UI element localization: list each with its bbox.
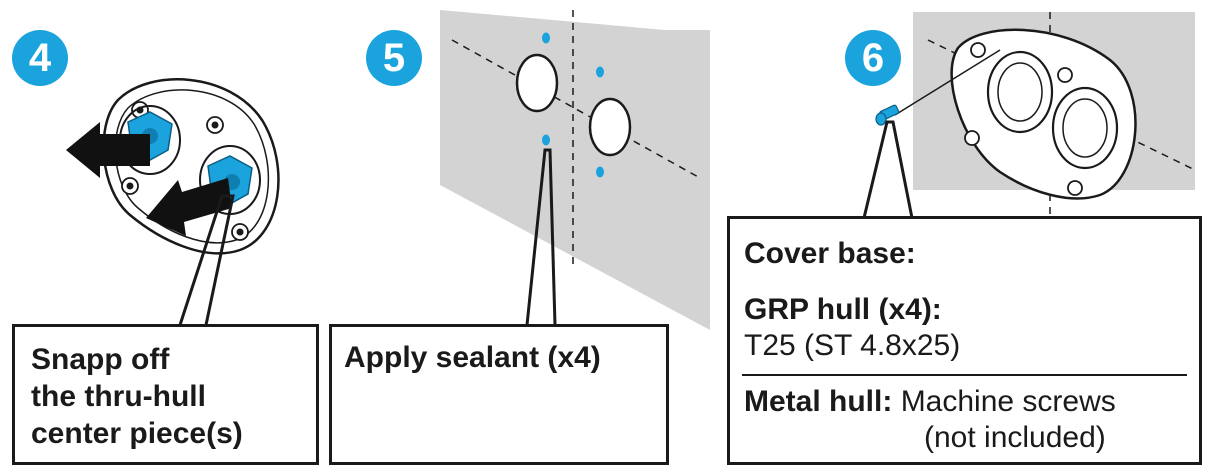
screw-icon <box>875 104 900 126</box>
thru-hull-part-step4 <box>102 78 280 255</box>
step-4-callout: Snapp off the thru-hull center piece(s) <box>12 324 319 465</box>
metal-hull-spec-line2: (not included) <box>924 421 1106 454</box>
callout-pointer-step4 <box>178 194 235 326</box>
step-6-badge: 6 <box>845 30 901 86</box>
step-4-line-1: Snapp off <box>31 343 170 376</box>
step-6-callout: Cover base: GRP hull (x4): T25 (ST 4.8x2… <box>727 216 1202 465</box>
metal-hull-spec-line1: Machine screws <box>900 385 1116 418</box>
metal-hull-label: Metal hull: <box>744 385 893 418</box>
thru-hull-hole <box>515 53 559 113</box>
cover-base-label: Cover base: <box>744 237 916 270</box>
step-4-badge: 4 <box>12 30 68 86</box>
grp-hull-label: GRP hull (x4): <box>744 293 942 326</box>
cover-base-part <box>950 28 1137 200</box>
grp-hull-spec: T25 (ST 4.8x25) <box>744 329 961 362</box>
callout-divider <box>742 374 1187 376</box>
step-4-line-3: center piece(s) <box>31 417 243 450</box>
pull-arrow-icon <box>66 122 150 178</box>
callout-pointer-step6 <box>862 120 914 219</box>
step-5-callout: Apply sealant (x4) <box>329 324 669 465</box>
callout-pointer-step5 <box>525 148 557 326</box>
pull-arrow-icon <box>146 178 232 236</box>
step-5-badge: 5 <box>366 30 422 86</box>
thru-hull-hole <box>588 97 632 157</box>
step-5-title: Apply sealant (x4) <box>344 341 601 374</box>
hull-wall-step5 <box>440 10 710 330</box>
step-4-line-2: the thru-hull <box>31 380 206 413</box>
